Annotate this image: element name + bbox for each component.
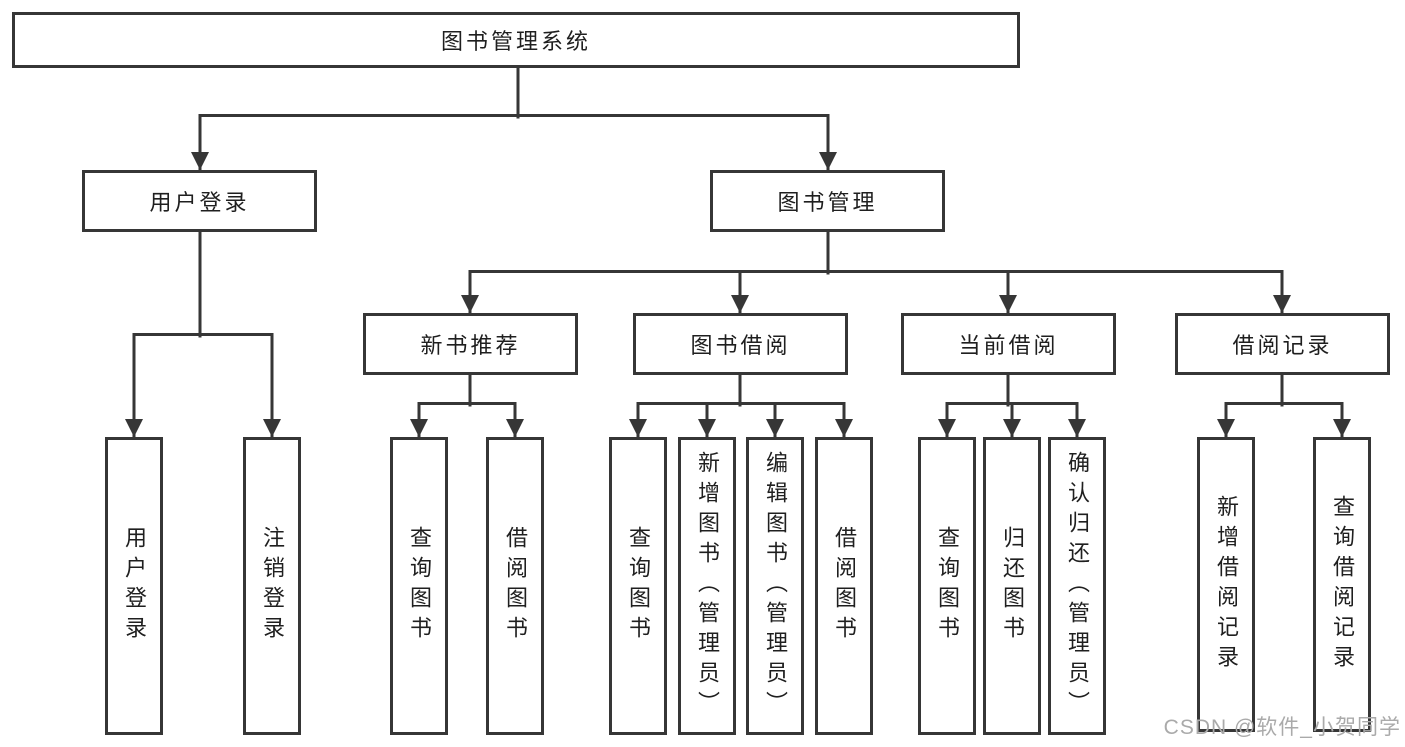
leaf-borrow-query-books: 查询图书 (609, 437, 667, 735)
leaf-current-return-books: 归还图书 (983, 437, 1041, 735)
leaf-borrow-edit-books-admin: 编辑图书（管理员） (746, 437, 804, 735)
leaf-recommend-query-books: 查询图书 (390, 437, 448, 735)
leaf-borrow-borrow-books: 借阅图书 (815, 437, 873, 735)
leaf-borrow-add-books-admin: 新增图书（管理员） (678, 437, 736, 735)
leaf-current-confirm-return-admin: 确认归还（管理员） (1048, 437, 1106, 735)
node-new-book-recommend: 新书推荐 (363, 313, 578, 375)
leaf-recommend-borrow-books: 借阅图书 (486, 437, 544, 735)
node-root: 图书管理系统 (12, 12, 1020, 68)
leaf-records-query-record: 查询借阅记录 (1313, 437, 1371, 732)
leaf-logout: 注销登录 (243, 437, 301, 735)
node-book-borrowing: 图书借阅 (633, 313, 848, 375)
node-current-borrowing: 当前借阅 (901, 313, 1116, 375)
csdn-watermark: CSDN @软件_小贺同学 (1163, 716, 1401, 739)
node-book-management: 图书管理 (710, 170, 945, 232)
leaf-current-query-books: 查询图书 (918, 437, 976, 735)
leaf-user-login: 用户登录 (105, 437, 163, 735)
node-borrowing-records: 借阅记录 (1175, 313, 1390, 375)
leaf-records-add-record: 新增借阅记录 (1197, 437, 1255, 732)
node-user-login-group: 用户登录 (82, 170, 317, 232)
